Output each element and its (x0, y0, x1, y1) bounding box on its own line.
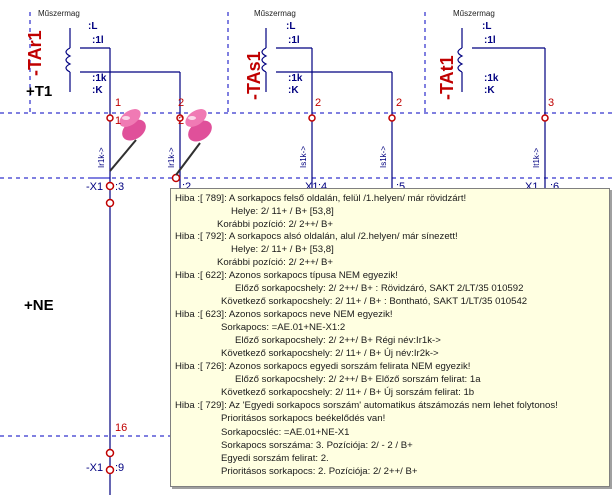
terminal-strip-label: X1 (525, 181, 539, 193)
core-label: Műszermag (453, 9, 495, 18)
tag-L: :L (88, 21, 98, 32)
tag-K: :K (92, 85, 103, 96)
tag-L: :L (482, 21, 492, 32)
tag-1k: :1k (92, 73, 107, 84)
terminal-tag: Ir1k-> (167, 147, 176, 168)
tooltip-line: Következő sorkapocshely: 2/ 11+ / B+ Új … (221, 387, 475, 398)
tooltip-line: Sorkapocsléc: =AE.01+NE-X1 (221, 427, 350, 438)
tooltip-line: Hiba :[ 622]: Azonos sorkapocs típusa NE… (175, 270, 398, 281)
tooltip-line: Prioritásos sorkapocs beékelődés van! (221, 413, 386, 424)
tooltip-line: Előző sorkapocshely: 2/ 2++/ B+ Régi név… (235, 335, 441, 346)
tag-K: :K (484, 85, 495, 96)
wire-number: 2 (178, 97, 185, 109)
tag-1k: :1k (288, 73, 303, 84)
location-ne: +NE (24, 297, 54, 314)
terminal-number: :3 (115, 181, 125, 193)
tooltip-line: Következő sorkapocshely: 2/ 11+ / B+ : B… (221, 296, 528, 307)
tooltip-line: Hiba :[ 789]: A sorkapocs felső oldalán,… (175, 193, 467, 204)
terminal-tag: It1k-> (532, 147, 541, 168)
tooltip-line: Sorkapocs: =AE.01+NE-X1:2 (221, 322, 346, 333)
error-tooltip: Hiba :[ 789]: A sorkapocs felső oldalán,… (170, 188, 610, 487)
wire-number: 2 (178, 115, 185, 127)
tooltip-line: Helye: 2/ 11+ / B+ [53,8] (231, 206, 334, 217)
tooltip-line: Következő sorkapocshely: 2/ 11+ / B+ Új … (221, 348, 439, 359)
tooltip-line: Hiba :[ 792]: A sorkapocs alsó oldalán, … (175, 231, 458, 242)
tooltip-line: Sorkapocs sorszáma: 3. Pozíciója: 2/ - 2… (221, 440, 413, 451)
wire-number: 3 (548, 97, 555, 109)
pushpin-icon (109, 109, 146, 172)
location-t1: +T1 (26, 83, 53, 100)
transformer-label: -TAs1 (244, 51, 264, 100)
tag-1l: :1l (92, 35, 104, 46)
tooltip-line: Hiba :[ 729]: Az 'Egyedi sorkapocs sorsz… (175, 400, 558, 411)
terminal-tag: Is1k-> (299, 145, 308, 168)
tooltip-line: Prioritásos sorkapocs: 2. Pozíciója: 2/ … (221, 466, 418, 477)
terminal-strip-label: -X1 (86, 462, 104, 474)
tooltip-line: Előző sorkapocshely: 2/ 2++/ B+ Előző so… (235, 374, 481, 385)
terminal-number: :2 (182, 181, 192, 193)
terminal-number: :5 (396, 181, 406, 193)
wire-number: 16 (115, 422, 128, 434)
tooltip-line: Előző sorkapocshely: 2/ 2++/ B+ : Rövidz… (235, 283, 524, 294)
wire-number: 2 (396, 97, 403, 109)
transformer-label: -TAt1 (437, 55, 457, 100)
core-label: Műszermag (38, 9, 80, 18)
tooltip-line: Helye: 2/ 11+ / B+ [53,8] (231, 244, 334, 255)
wire-number: 1 (115, 97, 122, 109)
terminal-strip-label: -X1 (86, 181, 104, 193)
tag-1l: :1l (288, 35, 300, 46)
terminal-strip-label: X1 (305, 181, 319, 193)
tag-K: :K (288, 85, 299, 96)
tooltip-line: Hiba :[ 623]: Azonos sorkapocs neve NEM … (175, 309, 393, 320)
transformer-label: -TAr1 (25, 30, 45, 76)
wire-number: 1 (115, 115, 122, 127)
terminal-number: :6 (550, 181, 560, 193)
core-label: Műszermag (254, 9, 296, 18)
tooltip-line: Korábbi pozíció: 2/ 2++/ B+ (217, 219, 334, 230)
terminal-tag: Ir1k-> (97, 147, 106, 168)
tooltip-line: Egyedi sorszám felirat: 2. (221, 453, 329, 464)
tooltip-line: Korábbi pozíció: 2/ 2++/ B+ (217, 257, 334, 268)
terminal-number: :4 (318, 181, 328, 193)
tag-1k: :1k (484, 73, 499, 84)
pushpin-icon (175, 109, 212, 176)
tag-1l: :1l (484, 35, 496, 46)
tooltip-line: Hiba :[ 726]: Azonos sorkapocs egyedi so… (175, 361, 471, 372)
terminal-number: :9 (115, 462, 125, 474)
wire-number: 2 (315, 97, 322, 109)
tag-L: :L (286, 21, 296, 32)
terminal-tag: Is1k-> (379, 145, 388, 168)
